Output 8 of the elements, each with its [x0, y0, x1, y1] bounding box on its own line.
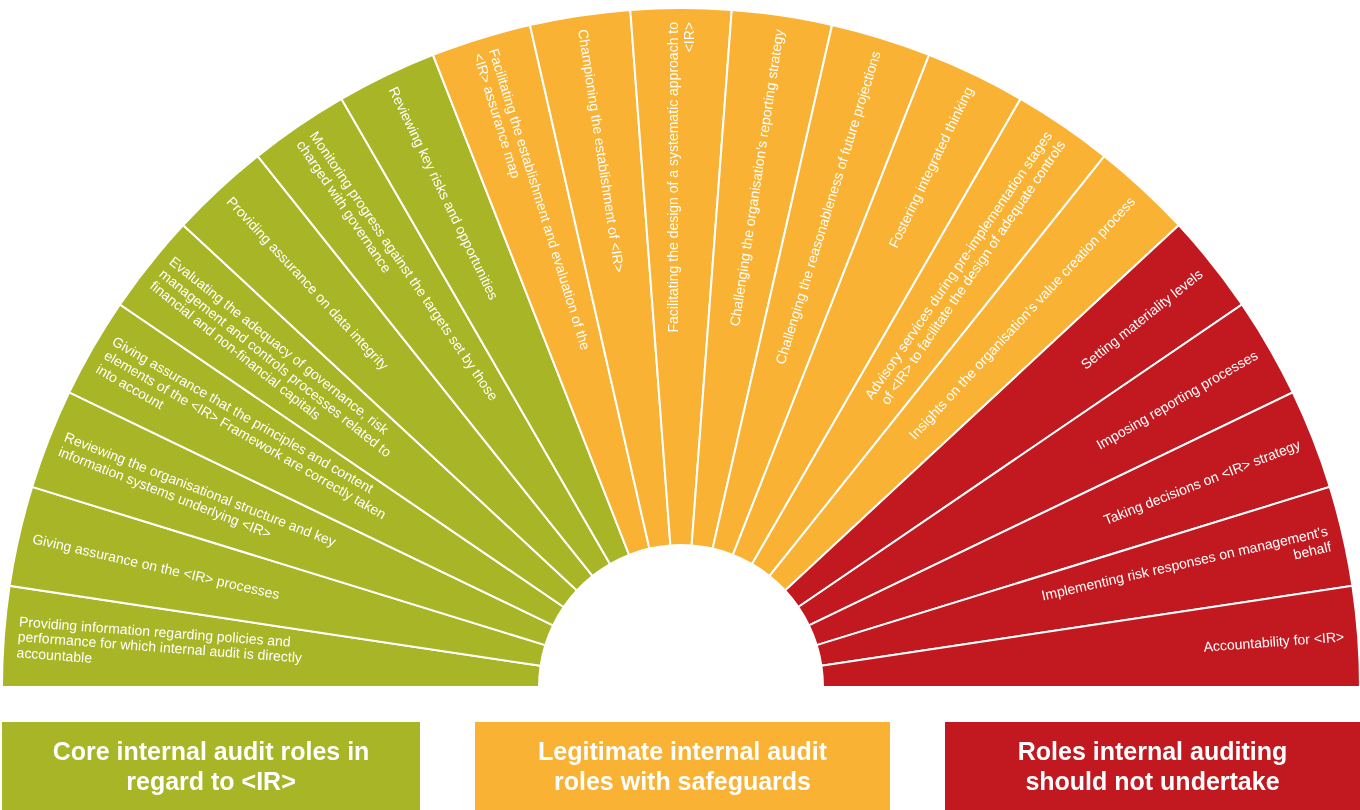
legend-box: Roles internal auditing should not undertake	[945, 722, 1360, 810]
legend-box: Legitimate internal audit roles with safeguards	[475, 722, 890, 810]
segment-label: Facilitating the design of a systematic approach to <IR>	[665, 22, 697, 335]
segment-label: Challenging the organisation’s reporting strategy	[727, 28, 788, 328]
segment-label: Providing information regarding policies and performance for which internal audit is directly accountable	[16, 613, 304, 668]
legend-box: Core internal audit roles in regard to <IR>	[2, 722, 420, 810]
segment-label: Championing the establishment of <IR>	[574, 28, 627, 274]
segment-label: Accountability for <IR>	[1203, 629, 1345, 656]
